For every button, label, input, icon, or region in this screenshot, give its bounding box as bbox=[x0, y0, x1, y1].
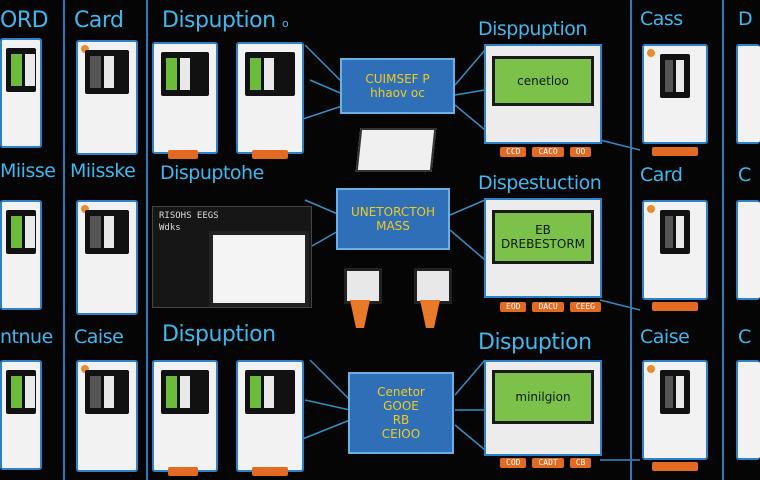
edge-card-2[interactable] bbox=[736, 200, 760, 300]
edge-card-1[interactable] bbox=[736, 44, 760, 144]
tag-1b bbox=[252, 150, 288, 159]
flame-icon-left bbox=[350, 300, 370, 328]
edge-header-2: C bbox=[738, 164, 751, 186]
far-right-header-2: Card bbox=[640, 164, 683, 186]
center-box-2-line1: UNETORCTOH bbox=[350, 205, 436, 219]
monitor-screen bbox=[209, 231, 309, 307]
left-card-3[interactable] bbox=[0, 360, 42, 470]
col2-card-1b[interactable] bbox=[236, 42, 304, 154]
device-icon-left bbox=[344, 268, 382, 304]
edge-header-3: C bbox=[738, 326, 751, 348]
divider-center-left bbox=[146, 0, 148, 480]
right-header-1: Disppuption bbox=[478, 18, 587, 40]
col1-header-2: Miisske bbox=[70, 160, 136, 182]
center-box-1-line1: CUIMSEF P bbox=[365, 72, 430, 86]
center-box-3-line2: GOOE bbox=[383, 399, 419, 413]
center-box-3-line4: CEIOO bbox=[381, 427, 421, 441]
center-box-2[interactable]: UNETORCTOH MASS bbox=[336, 188, 450, 250]
monitor-subtitle: Wdks bbox=[159, 223, 181, 233]
center-box-1[interactable]: CUIMSEF P hhaov oc bbox=[340, 58, 455, 114]
col1-card-3[interactable] bbox=[76, 360, 138, 472]
col1-card-1[interactable] bbox=[76, 40, 138, 155]
right-panel-1[interactable]: cenetloo bbox=[484, 44, 602, 144]
col2-header-1: Dispuption o bbox=[162, 8, 289, 33]
divider-right bbox=[722, 0, 724, 480]
left-header-1: ORD bbox=[0, 8, 49, 33]
center-box-2-line2: MASS bbox=[376, 219, 410, 233]
printer-icon bbox=[355, 128, 437, 172]
divider-center-right bbox=[630, 0, 632, 480]
monitor-panel: RISOHS EEGS Wdks bbox=[152, 206, 312, 308]
left-header-3: ntnue bbox=[0, 326, 53, 348]
flame-icon-right bbox=[420, 300, 440, 328]
center-box-1-line2: hhaov oc bbox=[370, 86, 425, 100]
monitor-title: RISOHS EEGS bbox=[159, 211, 219, 221]
far-right-header-3: Caise bbox=[640, 326, 690, 348]
center-box-3-line3: RB bbox=[392, 413, 410, 427]
right-screen-1: cenetloo bbox=[492, 56, 594, 106]
col2-card-3b[interactable] bbox=[236, 360, 304, 472]
col2-header-2: Dispuptohe bbox=[160, 162, 264, 184]
right-header-2: Dispestuction bbox=[478, 172, 602, 194]
col1-header-3: Caise bbox=[74, 326, 124, 348]
far-right-card-3[interactable] bbox=[642, 360, 708, 460]
far-right-card-2[interactable] bbox=[642, 200, 708, 300]
left-header-2: Miisse bbox=[0, 160, 56, 182]
right-panel-3[interactable]: minilgion bbox=[484, 360, 602, 456]
edge-card-3[interactable] bbox=[736, 360, 760, 460]
left-card-2[interactable] bbox=[0, 200, 42, 310]
col1-header-1: Card bbox=[74, 8, 124, 33]
far-right-card-1[interactable] bbox=[642, 44, 708, 144]
right-header-3: Dispuption bbox=[478, 330, 592, 355]
col1-card-2[interactable] bbox=[76, 200, 138, 315]
tag-1a bbox=[168, 150, 198, 159]
far-right-tag-2 bbox=[652, 302, 698, 311]
col2-card-3a[interactable] bbox=[152, 360, 218, 472]
device-icon-right bbox=[414, 268, 452, 304]
tag-3b bbox=[252, 467, 288, 476]
far-right-tag-1 bbox=[652, 147, 698, 156]
far-right-header-1: Cass bbox=[640, 8, 683, 30]
edge-header-1: D bbox=[738, 8, 753, 30]
divider-left bbox=[63, 0, 65, 480]
col2-card-1a[interactable] bbox=[152, 42, 218, 154]
far-right-tag-3 bbox=[652, 462, 698, 471]
center-box-3[interactable]: Cenetor GOOE RB CEIOO bbox=[348, 372, 454, 454]
center-box-3-line1: Cenetor bbox=[377, 385, 425, 399]
left-card-1[interactable] bbox=[0, 38, 42, 148]
tag-3a bbox=[168, 467, 198, 476]
col2-header-3: Dispuption bbox=[162, 322, 276, 347]
right-screen-3: minilgion bbox=[492, 370, 594, 424]
